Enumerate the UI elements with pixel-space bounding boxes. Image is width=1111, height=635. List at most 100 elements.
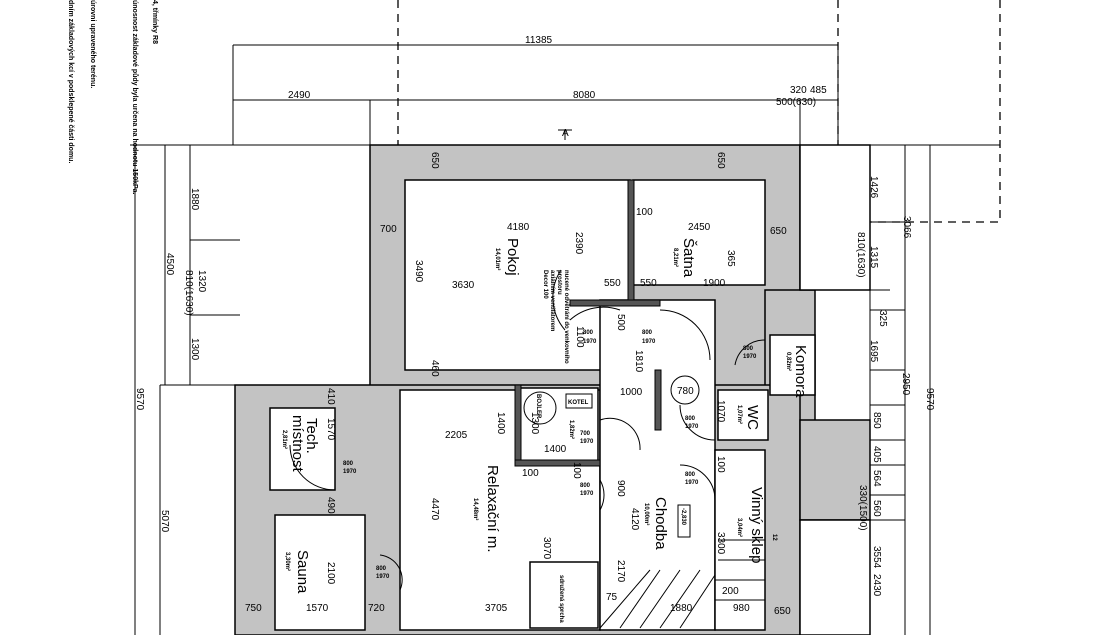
dim: 700 [380,224,397,235]
room-pokoj [404,179,631,371]
dim: 490 [325,497,336,514]
dim: 2490 [288,90,311,101]
dim: 650 [770,226,787,237]
room-name-sklep: Vinný sklep [748,487,765,563]
room-name-pokoj: Pokoj [504,238,521,276]
door-label: 1970 [642,339,656,345]
room-name-tech: Tech. [303,418,320,454]
dim: 1400 [495,412,506,435]
dim: 1900 [703,278,726,289]
dim: 8080 [573,90,596,101]
dim: 2950 [900,373,911,396]
shower [529,561,599,629]
door-label: 800 [583,330,594,336]
room-name-relax: Relaxační m. [484,465,501,553]
general-notes: 4, třmínky R8 únosnost základové půdy by… [67,0,158,195]
note-3: úrovni upraveného terénu. [89,0,96,88]
dim: 485 [810,85,827,96]
door-label: 800 [580,483,591,489]
room-area: 3,30m² [284,552,291,571]
room-chodba [599,299,716,631]
dim: 100 [636,207,653,218]
dim: 500(630) [776,97,816,108]
door-label: 800 [376,566,387,572]
door-label: 1970 [583,339,597,345]
dim: 2205 [445,430,468,441]
room-sauna [274,514,366,631]
dim: 325 [877,310,888,327]
dim: 560 [871,500,882,517]
door-label: 1970 [685,424,699,430]
room-name-satna: Šatna [680,238,697,278]
dim: 1695 [868,340,879,363]
dim: 4120 [629,508,640,531]
dim: 850 [871,412,882,429]
dim: 650 [429,152,440,169]
dim: 100 [522,468,539,479]
dim: 1426 [868,176,879,199]
dim: 564 [871,470,882,487]
room-area: 3,04m² [736,518,743,537]
dim: 200 [722,586,739,597]
level-label: -2,830 [680,508,686,526]
room-wc [717,389,769,441]
dim: 410 [325,388,336,405]
dim: 12 [771,534,777,541]
dim: 550 [640,278,657,289]
dim: 650 [715,152,726,169]
dim: 3300 [715,532,726,555]
dim: 550 [604,278,621,289]
dim: 1570 [306,603,329,614]
dim: 1000 [620,387,643,398]
note-2: únosnost základové půdy byla určena na h… [131,0,139,195]
dim: 810(1630) [855,232,866,278]
dim: 100 [571,462,582,479]
dim: 1320 [196,270,207,293]
doors[interactable]: 800 1970 800 1970 800 1970 800 1970 800 … [289,129,766,591]
dim: 2100 [325,562,336,585]
vent-note: prostoru [556,270,562,295]
dim: 1570 [325,418,336,441]
door-label: 800 [343,461,354,467]
dim: 2450 [688,222,711,233]
dim: 460 [429,360,440,377]
dim: 5070 [159,510,170,533]
room-labels: Pokoj 14,01m² Šatna 8,21m² Komora 0,82m²… [281,128,809,623]
room-name-komora: Komora [792,345,809,398]
room-satna [632,179,766,286]
room-area: 0,82m² [785,352,792,371]
dim: 1070 [715,400,726,423]
dim: 1400 [544,444,567,455]
dim: 3705 [485,603,508,614]
door-label: 1970 [743,354,757,360]
room-area: 8,21m² [672,248,679,267]
dim: 2430 [871,574,882,597]
vent-note: Decor 100 [542,270,548,299]
door-label: 700 [580,431,591,437]
shower-label: sdružená sprcha [558,575,564,623]
room-name-sauna: Sauna [294,550,311,594]
door-label: 800 [685,472,696,478]
note-1: 4, třmínky R8 [151,0,158,44]
dim: 2170 [615,560,626,583]
dim: 3630 [452,280,475,291]
dim: 11385 [525,35,553,46]
dim: 720 [368,603,385,614]
dim: 810(1630) [183,270,194,316]
door-label: 800 [743,346,754,352]
dim: 320 [790,85,807,96]
dim: 900 [615,480,626,497]
dim: 4470 [429,498,440,521]
dim: 1300 [529,412,540,435]
door-label: 1970 [580,439,594,445]
section-marker: A [562,128,569,139]
door-label: 1970 [343,469,357,475]
dim: 9570 [134,388,145,411]
room-area: 14,01m² [494,248,501,270]
room-area: 2,81m² [281,430,288,449]
dim: 4180 [507,222,530,233]
dim: 9570 [924,388,935,411]
room-area: 1,82m² [568,420,575,439]
door-label: 800 [642,330,653,336]
